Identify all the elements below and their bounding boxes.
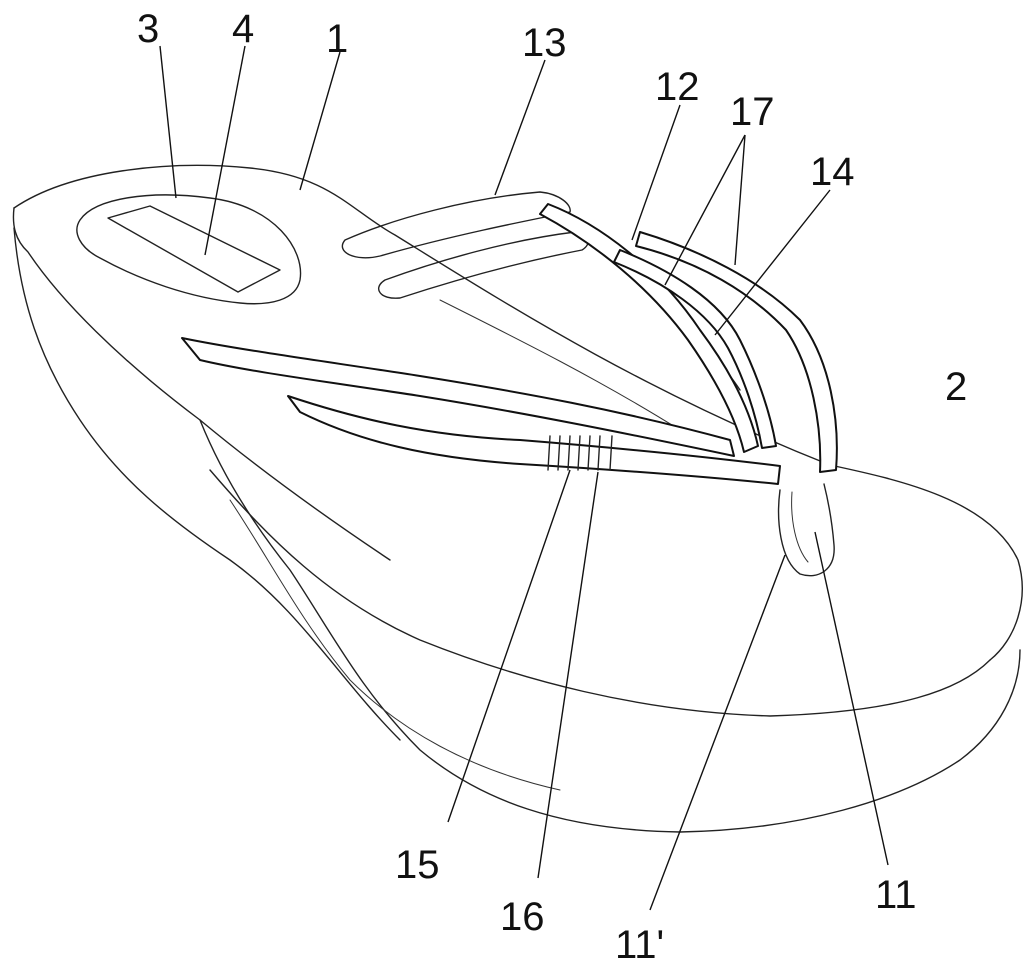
leader-3 (159, 45, 177, 199)
sole-bottom-outline (199, 419, 1021, 833)
upper-strap-slot (341, 191, 571, 259)
label-12: 12 (655, 65, 700, 109)
label-2: 2 (945, 365, 967, 409)
reference-numerals: 3 4 1 13 12 17 14 2 15 16 11' 11 (137, 7, 967, 967)
label-3: 3 (137, 7, 159, 51)
sole-front-edge (209, 469, 991, 717)
front-strap-lower (635, 231, 838, 473)
label-11-prime: 11' (615, 923, 664, 967)
sole-heel-side (13, 227, 401, 741)
heel-badge (76, 194, 302, 305)
label-17: 17 (730, 90, 775, 134)
leader-11p (649, 554, 786, 911)
middle-strap (613, 249, 777, 449)
label-4: 4 (232, 7, 254, 51)
sole-upper-rim (12, 207, 391, 561)
label-14: 14 (810, 150, 855, 194)
toe-post-body (777, 483, 835, 577)
leader-17a (664, 134, 746, 286)
leader-4 (204, 45, 246, 256)
sole-top-outline (13, 164, 1023, 661)
label-16: 16 (500, 895, 545, 939)
leader-1 (299, 51, 341, 191)
leader-lines (159, 45, 889, 911)
label-1: 1 (326, 17, 348, 61)
badge-frame (76, 194, 302, 305)
outer-side-strap (181, 337, 735, 457)
leader-16 (537, 471, 599, 879)
badge-label-area (107, 205, 281, 293)
leader-12 (631, 104, 681, 241)
sole-body (12, 164, 1023, 833)
inner-side-strap (287, 395, 781, 485)
straps (181, 203, 838, 485)
footbed-crease (439, 299, 681, 431)
leader-15 (447, 469, 571, 823)
leader-11 (814, 531, 889, 866)
toe-post-inner (791, 491, 809, 563)
lower-strap-slot (378, 231, 589, 299)
strap-junction-lines (547, 435, 613, 471)
leader-14 (714, 189, 831, 336)
leader-13 (494, 59, 546, 196)
sole-shading-line (229, 499, 561, 791)
label-13: 13 (522, 21, 567, 65)
toe-post (777, 483, 835, 577)
leader-17b (734, 134, 746, 266)
label-11: 11 (875, 873, 917, 917)
label-15: 15 (395, 843, 440, 887)
